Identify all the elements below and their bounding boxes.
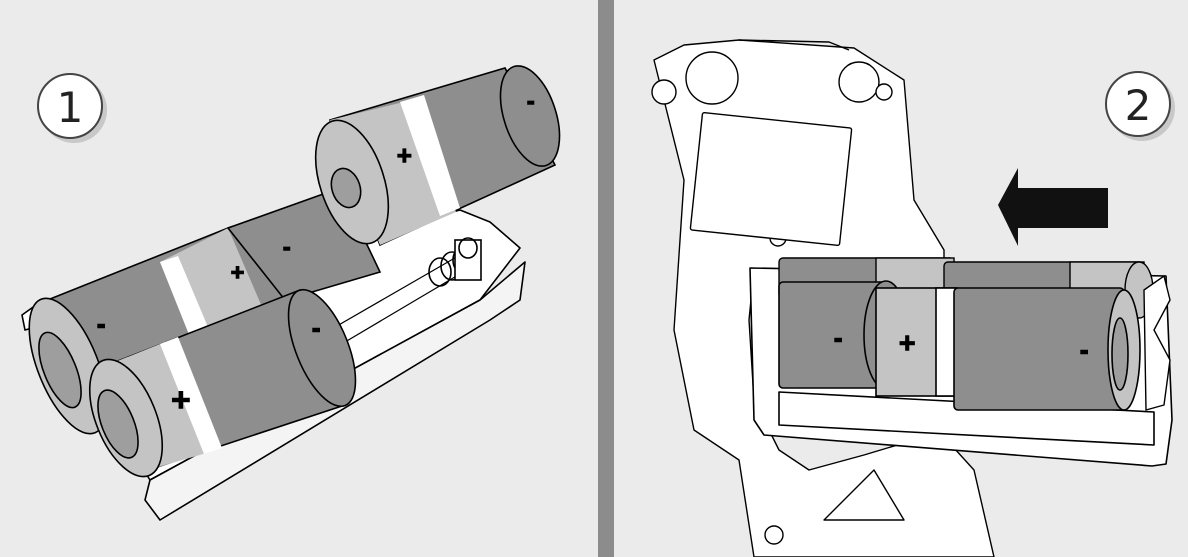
battery-raised: + -: [314, 65, 561, 247]
svg-text:+: +: [396, 143, 413, 167]
battery-front-left: + -: [88, 288, 357, 478]
svg-text:+: +: [230, 262, 245, 283]
step-2-number: 2: [1125, 81, 1152, 130]
step-1-panel: 1: [21, 65, 561, 521]
step-2-badge: 2: [1105, 71, 1175, 141]
device-housing: [651, 39, 995, 557]
step-1-badge: 1: [37, 73, 107, 143]
batteries-front-row: - + -: [778, 280, 1141, 411]
svg-text:-: -: [1080, 339, 1088, 363]
panel-divider: [598, 0, 614, 557]
step-2-panel: 2: [614, 0, 1188, 557]
svg-text:+: +: [898, 331, 916, 356]
svg-text:-: -: [527, 92, 534, 113]
arrow-left-icon: [998, 168, 1108, 246]
svg-text:-: -: [312, 317, 320, 341]
svg-text:+: +: [170, 385, 192, 415]
svg-text:-: -: [834, 327, 842, 351]
end-contact: [1143, 274, 1171, 411]
svg-text:-: -: [97, 313, 105, 337]
step-1-illustration: 1: [21, 65, 561, 521]
svg-text:-: -: [283, 238, 290, 259]
step-1-number: 1: [57, 83, 84, 132]
spring-contacts: [428, 237, 482, 287]
step-2-illustration: 2: [651, 39, 1175, 557]
